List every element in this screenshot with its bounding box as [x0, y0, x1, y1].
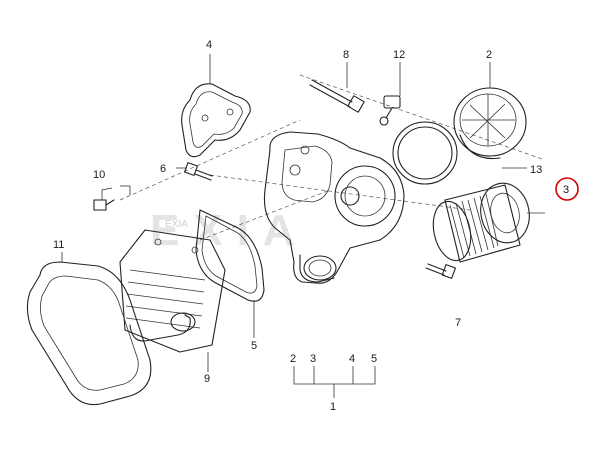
callout-1: 1: [330, 401, 336, 413]
callout-4: 4: [206, 39, 212, 51]
part-1-oil-filter-housing: [263, 131, 405, 284]
part-3-filter-element: [432, 182, 530, 263]
callout-10: 10: [93, 169, 105, 181]
callout-12: 12: [393, 49, 405, 61]
watermark: EXIA EXIA: [150, 206, 309, 255]
callout-11: 11: [53, 239, 64, 251]
callout-13: 13: [530, 164, 542, 176]
group-callouts: 2 3 4 5: [290, 353, 377, 365]
watermark-small-text: EXIA: [165, 219, 188, 230]
callout-7: 7: [455, 317, 461, 329]
part-12-sensor: [379, 95, 401, 126]
watermark-text: EXIA: [150, 206, 309, 255]
callout-8: 8: [343, 49, 349, 61]
part-7-bolt: [425, 263, 456, 279]
highlight-circle: [555, 177, 579, 201]
group-label-4: 4: [349, 353, 355, 365]
group-label-5: 5: [371, 353, 377, 365]
callout-labels: 4 8 12 2 6 10 13 3 11 5 7 9 1: [53, 39, 569, 413]
group-label-2: 2: [290, 353, 296, 365]
part-8-bolt: [309, 79, 365, 113]
part-11-cover: [26, 261, 152, 406]
leader-lines: [61, 54, 545, 398]
part-6-bolt: [184, 162, 213, 181]
part-5-gasket: [195, 209, 265, 302]
callout-9: 9: [204, 373, 210, 385]
group-label-3: 3: [310, 353, 316, 365]
callout-2: 2: [486, 49, 492, 61]
callout-6: 6: [160, 163, 166, 175]
callout-5: 5: [251, 340, 257, 352]
callout-3: 3: [563, 184, 569, 196]
part-4-gasket: [181, 83, 251, 158]
part-10-fitting: [93, 187, 115, 211]
part-13-o-ring: [392, 121, 458, 185]
part-2-filter-cap: [453, 87, 527, 160]
assembly-guide-lines: [119, 74, 546, 241]
part-9-oil-cooler: [119, 229, 226, 353]
